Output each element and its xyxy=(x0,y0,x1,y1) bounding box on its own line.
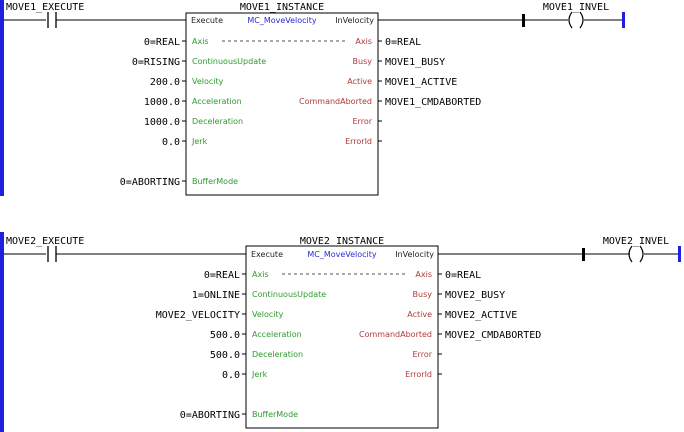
input-stubs-1 xyxy=(182,40,186,182)
input-pin-buffermode-1: BufferMode xyxy=(192,177,238,186)
execute-contact-1[interactable] xyxy=(47,12,57,28)
fb-invelocity-pin-1: InVelocity xyxy=(335,16,374,25)
output-value-cmdaborted-2[interactable]: MOVE2_CMDABORTED xyxy=(445,330,541,341)
output-pin-commandaborted-2: CommandAborted xyxy=(359,330,432,339)
execute-contact-2[interactable] xyxy=(47,246,57,262)
input-pin-deceleration-1: Deceleration xyxy=(192,117,243,126)
input-value-deceleration-2[interactable]: 500.0 xyxy=(210,350,240,361)
input-value-deceleration-1[interactable]: 1000.0 xyxy=(144,117,180,128)
output-pin-error-1: Error xyxy=(353,117,373,126)
output-pin-active-2: Active xyxy=(407,310,432,319)
input-pin-axis-1: Axis xyxy=(192,37,209,46)
input-value-buffermode-1[interactable]: 0=ABORTING xyxy=(120,177,180,188)
output-pin-busy-2: Busy xyxy=(413,290,433,299)
rung-1: MOVE1_EXECUTE MOVE1_INSTANCE Execute MC_… xyxy=(4,2,625,196)
fb-block-1[interactable] xyxy=(185,12,379,196)
input-value-continuousupdate-2[interactable]: 1=ONLINE xyxy=(192,290,240,301)
input-pin-jerk-2: Jerk xyxy=(251,370,268,379)
input-value-velocity-1[interactable]: 200.0 xyxy=(150,77,180,88)
input-pin-continuousupdate-1: ContinuousUpdate xyxy=(192,57,266,66)
output-value-busy-1[interactable]: MOVE1_BUSY xyxy=(385,57,445,68)
input-pin-velocity-1: Velocity xyxy=(192,77,224,86)
input-value-continuousupdate-1[interactable]: 0=RISING xyxy=(132,57,180,68)
left-power-rail-1 xyxy=(0,0,4,196)
rung-2: MOVE2_EXECUTE MOVE2_INSTANCE Execute MC_… xyxy=(4,236,681,429)
output-pin-errorid-2: ErrorId xyxy=(405,370,432,379)
input-value-jerk-1[interactable]: 0.0 xyxy=(162,137,180,148)
output-stubs-1 xyxy=(378,40,382,142)
input-stubs-2 xyxy=(242,273,246,415)
wire-junction xyxy=(522,14,525,27)
contact-label-1: MOVE1_EXECUTE xyxy=(6,2,84,13)
input-value-axis-1[interactable]: 0=REAL xyxy=(144,37,180,48)
output-pin-axis-2: Axis xyxy=(415,270,432,279)
instance-name-1: MOVE1_INSTANCE xyxy=(240,2,324,13)
right-power-rail-2 xyxy=(678,246,681,262)
output-pin-active-1: Active xyxy=(347,77,372,86)
output-pin-errorid-1: ErrorId xyxy=(345,137,372,146)
instance-name-2: MOVE2_INSTANCE xyxy=(300,236,384,247)
fb-invelocity-pin-2: InVelocity xyxy=(395,250,434,259)
fb-type-2: MC_MoveVelocity xyxy=(307,250,377,259)
input-pin-velocity-2: Velocity xyxy=(252,310,284,319)
input-value-axis-2[interactable]: 0=REAL xyxy=(204,270,240,281)
coil-label-2: MOVE2_INVEL xyxy=(603,236,669,247)
invel-coil-1[interactable] xyxy=(568,11,584,29)
input-value-jerk-2[interactable]: 0.0 xyxy=(222,370,240,381)
output-pin-axis-1: Axis xyxy=(355,37,372,46)
fb-block-2[interactable] xyxy=(245,245,439,429)
wire-junction xyxy=(582,248,585,261)
input-value-buffermode-2[interactable]: 0=ABORTING xyxy=(180,410,240,421)
output-value-cmdaborted-1[interactable]: MOVE1_CMDABORTED xyxy=(385,97,481,108)
contact-label-2: MOVE2_EXECUTE xyxy=(6,236,84,247)
input-pin-jerk-1: Jerk xyxy=(191,137,208,146)
input-value-acceleration-1[interactable]: 1000.0 xyxy=(144,97,180,108)
output-value-busy-2[interactable]: MOVE2_BUSY xyxy=(445,290,505,301)
output-stubs-2 xyxy=(438,273,442,375)
input-pin-axis-2: Axis xyxy=(252,270,269,279)
fb-type-1: MC_MoveVelocity xyxy=(247,16,317,25)
output-pin-busy-1: Busy xyxy=(353,57,373,66)
output-pin-commandaborted-1: CommandAborted xyxy=(299,97,372,106)
right-power-rail-1 xyxy=(622,12,625,28)
input-pin-deceleration-2: Deceleration xyxy=(252,350,303,359)
output-pin-error-2: Error xyxy=(413,350,433,359)
input-pin-continuousupdate-2: ContinuousUpdate xyxy=(252,290,326,299)
output-value-active-1[interactable]: MOVE1_ACTIVE xyxy=(385,77,457,88)
coil-label-1: MOVE1_INVEL xyxy=(543,2,609,13)
input-pin-acceleration-1: Acceleration xyxy=(192,97,242,106)
fb-execute-pin-2: Execute xyxy=(251,250,283,259)
input-value-velocity-2[interactable]: MOVE2_VELOCITY xyxy=(156,310,240,321)
input-pin-buffermode-2: BufferMode xyxy=(252,410,298,419)
input-value-acceleration-2[interactable]: 500.0 xyxy=(210,330,240,341)
input-pin-acceleration-2: Acceleration xyxy=(252,330,302,339)
invel-coil-2[interactable] xyxy=(628,245,644,263)
output-value-active-2[interactable]: MOVE2_ACTIVE xyxy=(445,310,517,321)
output-value-axis-2[interactable]: 0=REAL xyxy=(445,270,481,281)
output-value-axis-1[interactable]: 0=REAL xyxy=(385,37,421,48)
fb-execute-pin-1: Execute xyxy=(191,16,223,25)
left-power-rail-2 xyxy=(0,232,4,432)
